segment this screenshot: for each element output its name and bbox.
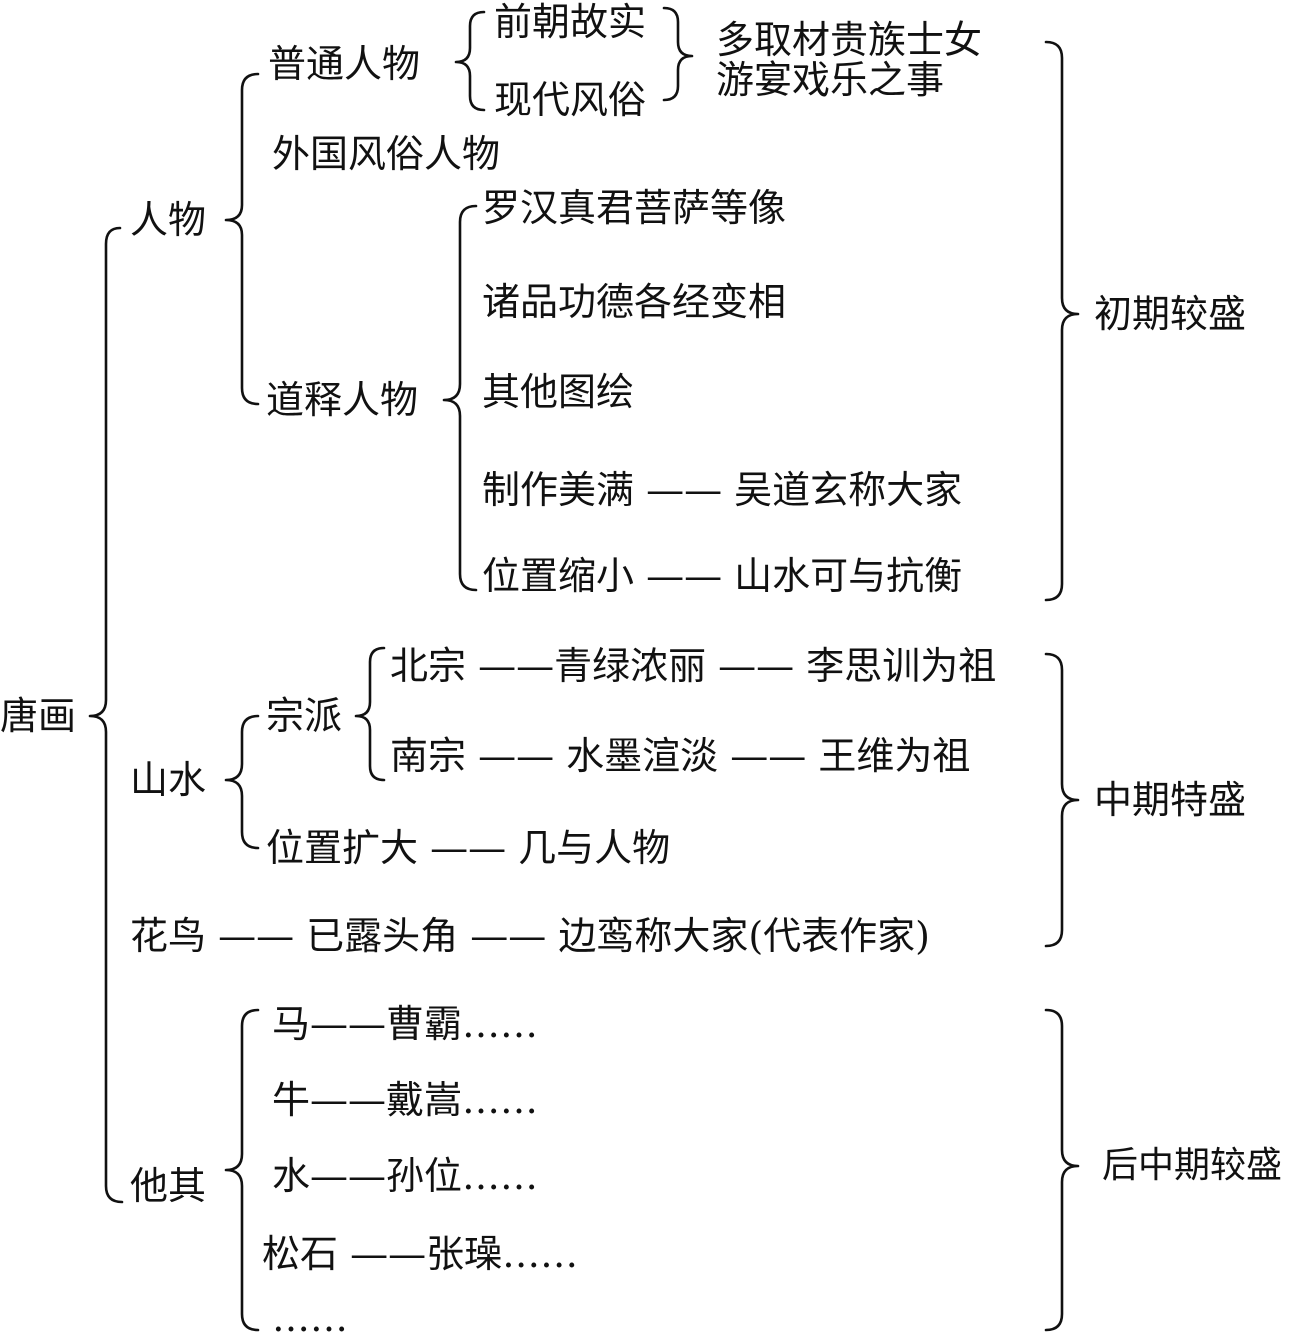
others-item: …… — [272, 1296, 348, 1340]
others-item: 松石 ——张璪…… — [262, 1232, 579, 1276]
modern-customs-label: 现代风俗 — [494, 78, 647, 122]
root-brace — [88, 226, 124, 1204]
north-school-line: 北宗 ——青绿浓丽 —— 李思训为祖 — [390, 644, 997, 688]
category-others: 他其 — [130, 1164, 207, 1208]
religious-figures-label: 道释人物 — [266, 378, 419, 422]
ordinary-brace — [454, 10, 486, 112]
category-landscape: 山水 — [130, 758, 207, 802]
others-item: 牛——戴嵩…… — [272, 1078, 539, 1122]
others-item: 马——曹霸…… — [272, 1002, 539, 1046]
foreign-figures-label: 外国风俗人物 — [272, 132, 501, 176]
landscape-position-line: 位置扩大 —— 几与人物 — [266, 826, 671, 870]
former-dynasty-label: 前朝故实 — [494, 0, 647, 44]
early-brace — [1044, 40, 1080, 602]
period-middle: 中期特盛 — [1094, 778, 1247, 822]
schools-label: 宗派 — [266, 694, 343, 738]
figures-brace — [224, 72, 260, 406]
late-brace — [1044, 1008, 1080, 1332]
schools-brace — [354, 646, 386, 782]
religious-item: 制作美满 —— 吴道玄称大家 — [482, 468, 963, 512]
religious-item: 位置缩小 —— 山水可与抗衡 — [482, 554, 963, 598]
south-school-line: 南宗 —— 水墨渲淡 —— 王维为祖 — [390, 734, 971, 778]
ordinary-figures-label: 普通人物 — [268, 42, 421, 86]
others-brace — [224, 1008, 260, 1332]
religious-brace — [442, 204, 478, 592]
religious-item: 罗汉真君菩萨等像 — [482, 186, 787, 230]
flower-bird-line: 花鸟 —— 已露头角 —— 边鸾称大家(代表作家) — [130, 914, 930, 958]
landscape-brace — [224, 714, 260, 850]
middle-brace — [1044, 652, 1080, 948]
root-label: 唐画 — [0, 694, 77, 738]
period-early: 初期较盛 — [1094, 292, 1247, 336]
others-item: 水——孙位…… — [272, 1154, 539, 1198]
subject-line-2: 游宴戏乐之事 — [716, 58, 945, 102]
period-late: 后中期较盛 — [1102, 1145, 1283, 1186]
subject-brace — [662, 6, 694, 102]
religious-item: 其他图绘 — [482, 370, 635, 414]
subject-line-1: 多取材贵族士女 — [716, 18, 983, 62]
religious-item: 诸品功德各经变相 — [482, 280, 787, 324]
category-figures: 人物 — [130, 198, 207, 242]
